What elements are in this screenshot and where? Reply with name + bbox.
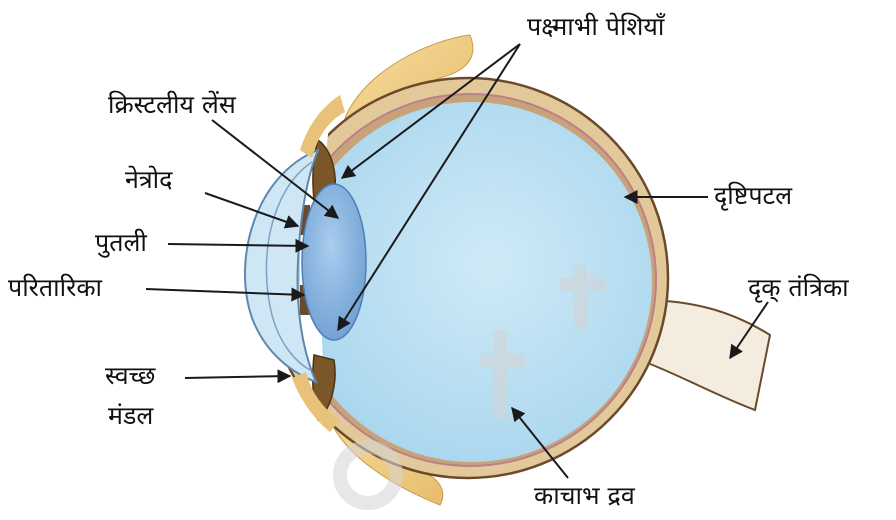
label-crystalline-lens: क्रिस्टलीय लेंस: [108, 90, 236, 119]
label-optic-nerve: दृक् तंत्रिका: [748, 273, 849, 302]
arrow-cornea: [184, 369, 292, 384]
arrow-vitreous-humour: [511, 406, 569, 479]
arrow-ciliary-muscles-upper: [340, 43, 521, 179]
label-cornea-line1: स्वच्छ: [105, 361, 156, 390]
cornea-shape: [244, 148, 320, 384]
label-vitreous-humour: काचाभ द्रव: [534, 481, 635, 510]
arrow-ciliary-body: [145, 287, 306, 302]
upper-lid-rim: [300, 95, 345, 158]
label-cornea-line2: मंडल: [108, 401, 154, 430]
watermark: [333, 265, 605, 510]
arrow-pupil: [167, 238, 310, 253]
arrow-optic-nerve: [729, 301, 769, 360]
label-retina: दृष्टिपटल: [714, 181, 793, 210]
cornea-inner-line: [265, 161, 313, 371]
arrow-ciliary-muscles-lower: [337, 43, 521, 332]
pointer-lines: [145, 43, 769, 479]
arrow-iris: [204, 192, 300, 229]
label-pupil: पुतली: [95, 228, 147, 257]
label-ciliary-body: परितारिका: [8, 273, 103, 302]
arrow-crystalline-lens: [211, 119, 340, 219]
iris-upper: [300, 205, 310, 235]
label-ciliary-muscles: पक्ष्माभी पेशियाँ: [527, 12, 665, 41]
lower-lid-rim: [292, 372, 340, 432]
label-iris: नेत्रोद: [125, 165, 173, 194]
vitreous-body: [292, 102, 652, 462]
lens-shape: [301, 183, 367, 341]
optic-nerve-shape: [639, 298, 772, 412]
